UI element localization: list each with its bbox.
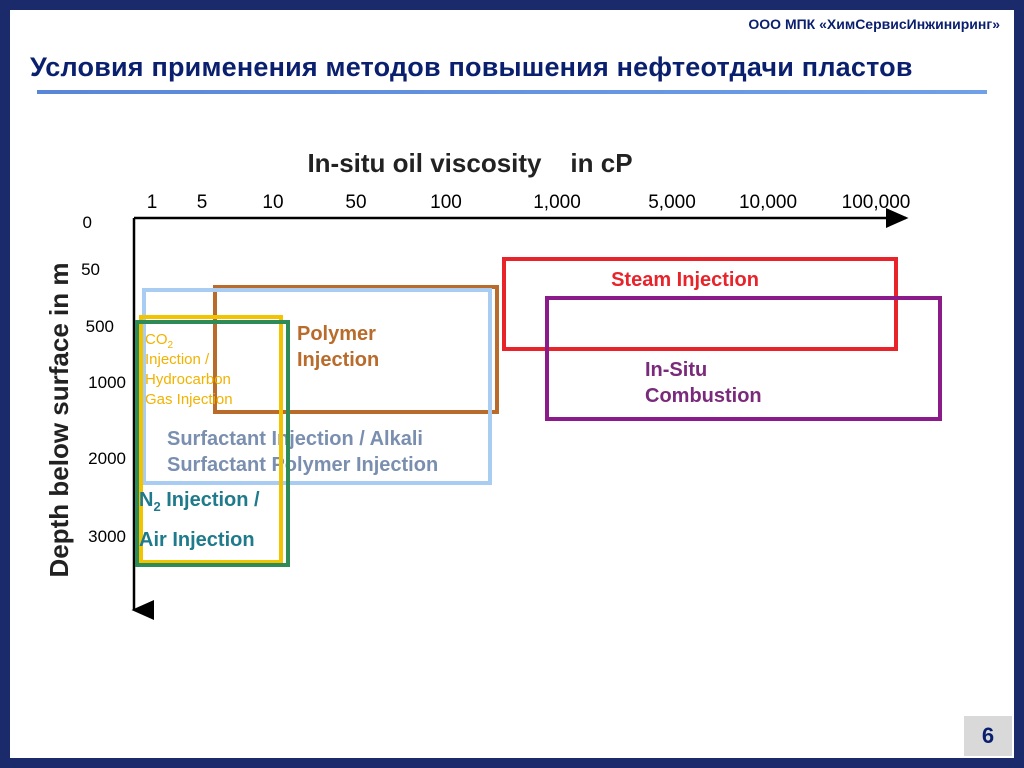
in-situ-combustion-label-1: In-Situ (645, 359, 707, 381)
surfactant-injection-label-2: Surfactant Polymer Injection (167, 454, 438, 476)
n2-injection-label-1: N2 Injection / (139, 489, 260, 514)
y-tick-label: 500 (86, 317, 114, 336)
x-tick-labels: 1 5 10 50 100 1,000 5,000 10,000 100,000 (147, 192, 911, 213)
co2-injection-label-2: Injection / (145, 351, 210, 368)
page-number: 6 (964, 716, 1012, 756)
x-tick-label: 10 (262, 192, 283, 213)
surfactant-injection-box (142, 288, 492, 485)
y-axis-title: Depth below surface in m (44, 263, 74, 578)
co2-injection-label-3: Hydrocarbon (145, 371, 231, 388)
in-situ-combustion-box (545, 296, 942, 421)
steam-injection-box (502, 257, 898, 351)
x-tick-label: 1 (147, 192, 158, 213)
n2-injection-box (135, 320, 290, 567)
title-underline (37, 90, 987, 94)
x-tick-label: 1,000 (533, 192, 581, 213)
y-tick-label: 50 (81, 260, 100, 279)
y-tick-label: 3000 (88, 527, 126, 546)
x-axis-title: In-situ oil viscosity in cP (307, 148, 632, 178)
co2-injection-label-1: CO2 (145, 331, 174, 351)
company-name: ООО МПК «ХимСервисИнжиниринг» (748, 16, 1000, 32)
co2-injection-box (139, 315, 283, 564)
steam-injection-label: Steam Injection (611, 269, 759, 291)
y-tick-label: 1000 (88, 373, 126, 392)
x-tick-label: 5,000 (648, 192, 696, 213)
polymer-injection-box (213, 285, 499, 414)
polymer-injection-label-1: Polymer (297, 323, 376, 345)
co2-injection-label-4: Gas Injection (145, 391, 233, 408)
n2-injection-label-2: Air Injection (139, 529, 255, 551)
y-tick-labels: 0 50 500 1000 2000 3000 (81, 213, 126, 546)
polymer-injection-label-2: Injection (297, 349, 379, 371)
in-situ-combustion-label-2: Combustion (645, 385, 762, 407)
y-tick-label: 2000 (88, 449, 126, 468)
x-tick-label: 50 (345, 192, 366, 213)
y-tick-label: 0 (83, 213, 92, 232)
slide-title: Условия применения методов повышения неф… (30, 52, 913, 82)
x-tick-label: 5 (197, 192, 208, 213)
surfactant-injection-label-1: Surfactant Injection / Alkali (167, 428, 423, 450)
x-tick-label: 100 (430, 192, 462, 213)
x-tick-label: 100,000 (842, 192, 911, 213)
x-tick-label: 10,000 (739, 192, 797, 213)
